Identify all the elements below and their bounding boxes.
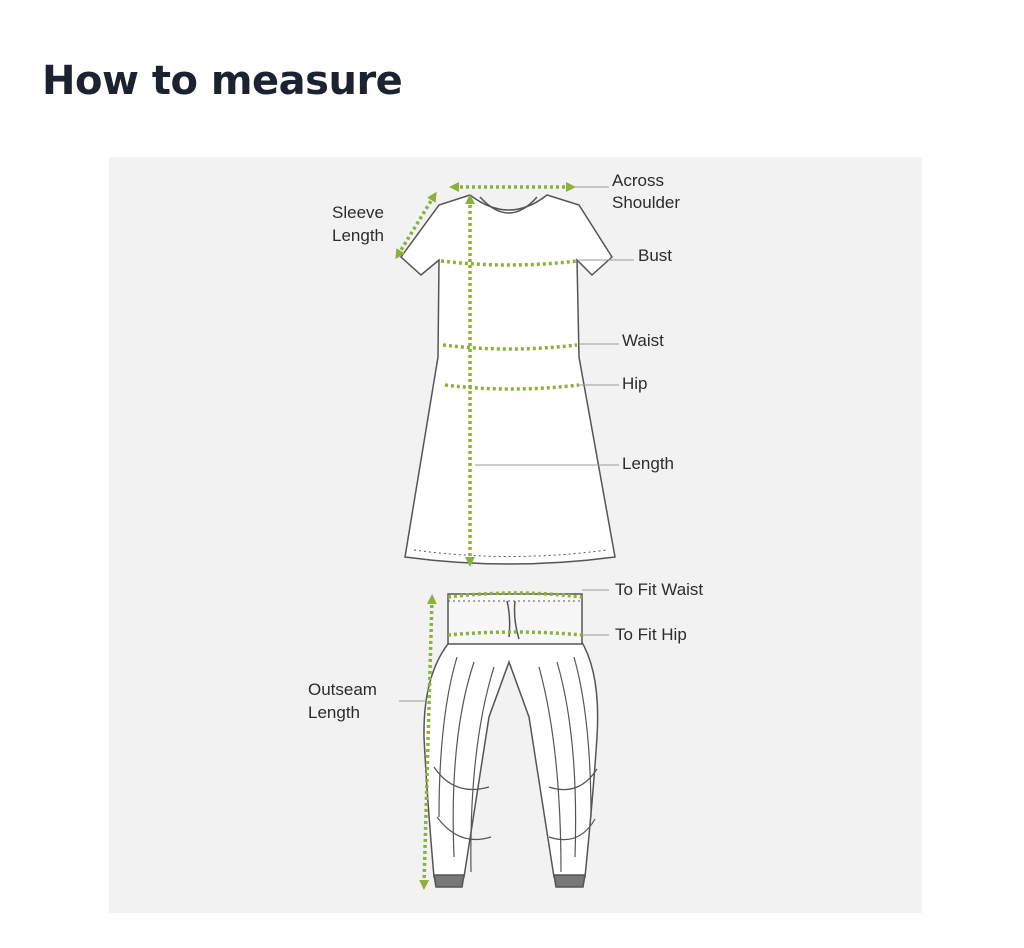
label-outseam-length-line1: Outseam <box>308 680 377 699</box>
label-waist: Waist <box>622 331 664 350</box>
salwar-drape-folds <box>433 656 598 873</box>
label-to-fit-hip: To Fit Hip <box>615 625 687 644</box>
salwar-cuff-right <box>553 874 586 888</box>
salwar-measure-lines <box>419 591 583 890</box>
measurement-diagram-svg: Across Shoulder Sleeve Length Bust Waist… <box>308 171 703 890</box>
to-fit-waist-line <box>447 591 583 599</box>
salwar-illustration <box>423 593 599 888</box>
measurement-diagram: Across Shoulder Sleeve Length Bust Waist… <box>109 157 922 913</box>
kurta-illustration <box>399 194 616 565</box>
label-sleeve-length-line1: Sleeve <box>332 203 384 222</box>
to-fit-hip-line <box>447 630 583 637</box>
kurta-measure-lines <box>395 182 580 567</box>
salwar-leader-lines <box>399 589 609 702</box>
measurement-labels: Across Shoulder Sleeve Length Bust Waist… <box>308 171 703 722</box>
label-outseam-length-line2: Length <box>308 703 360 722</box>
label-across-shoulder-line2: Shoulder <box>612 193 680 212</box>
label-to-fit-waist: To Fit Waist <box>615 580 703 599</box>
kurta-leader-lines <box>475 186 634 466</box>
kurta-outline <box>399 194 616 565</box>
label-sleeve-length-line2: Length <box>332 226 384 245</box>
label-across-shoulder-line1: Across <box>612 171 664 190</box>
label-hip: Hip <box>622 374 648 393</box>
bust-line <box>440 259 578 267</box>
label-bust: Bust <box>638 246 672 265</box>
page-title: How to measure <box>42 58 403 104</box>
kurta-hem-stitch <box>413 549 608 557</box>
hip-line <box>444 383 580 391</box>
salwar-cuff-left <box>433 874 465 888</box>
waist-line <box>442 343 578 351</box>
label-length: Length <box>622 454 674 473</box>
kurta-neckline <box>479 196 538 214</box>
